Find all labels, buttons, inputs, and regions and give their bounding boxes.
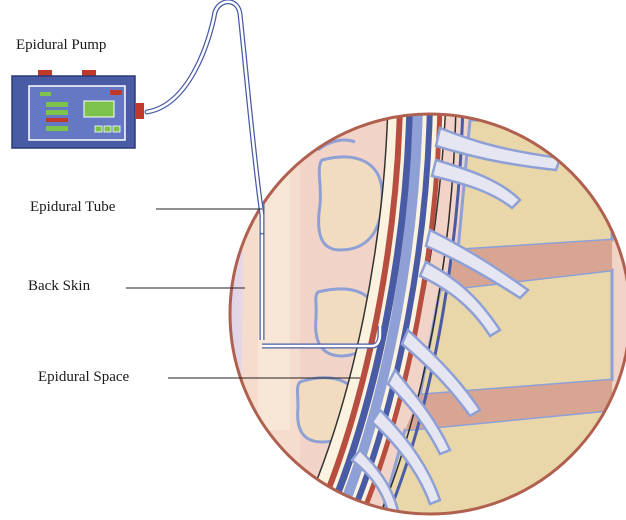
infusion-pump-icon xyxy=(12,70,144,148)
epidural-tube xyxy=(147,2,262,232)
magnified-spine-view xyxy=(200,80,626,520)
label-back-skin: Back Skin xyxy=(28,279,90,294)
label-epidural-pump: Epidural Pump xyxy=(16,38,106,53)
label-epidural-tube: Epidural Tube xyxy=(30,200,115,215)
label-epidural-space: Epidural Space xyxy=(38,370,129,385)
back-skin-layer xyxy=(200,80,245,520)
